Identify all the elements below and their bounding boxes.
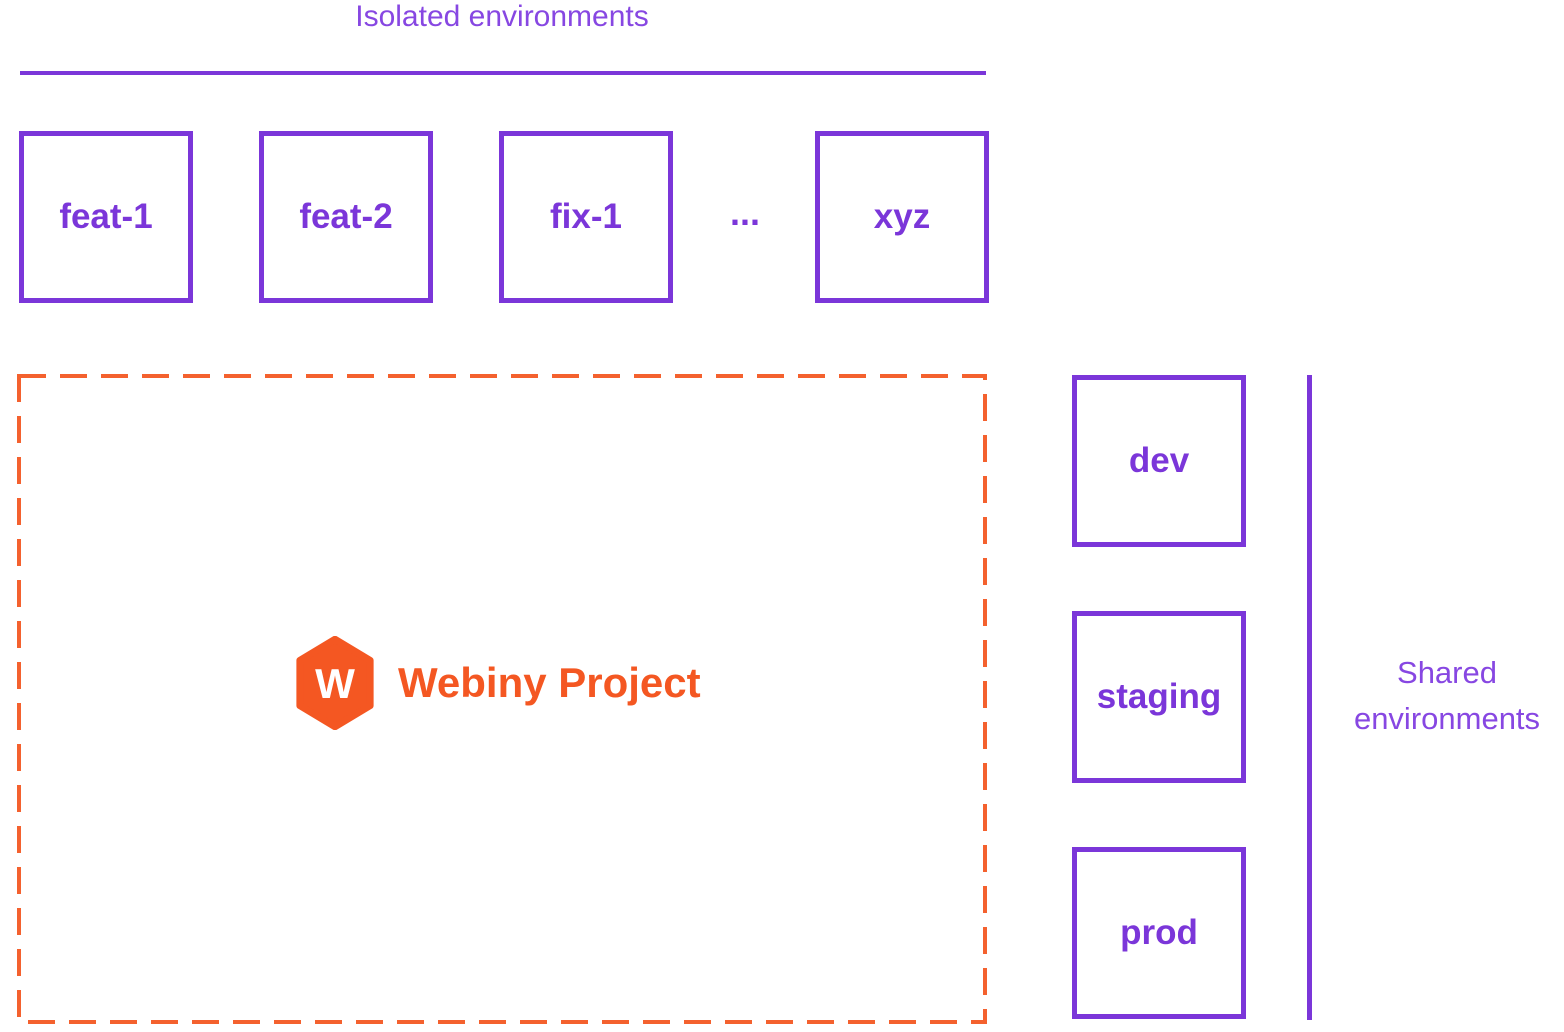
shared-environments-label-line1: Shared <box>1397 655 1497 690</box>
webiny-logo-hexagon <box>296 636 374 730</box>
webiny-project-brand: W Webiny Project <box>296 636 701 730</box>
webiny-logo-letter: W <box>315 660 355 707</box>
env-box-xyz: xyz <box>815 131 989 303</box>
env-box-dev: dev <box>1072 375 1246 547</box>
env-box-label: prod <box>1120 913 1198 952</box>
env-box-fix-1: fix-1 <box>499 131 673 303</box>
isolated-environments-title: Isolated environments <box>355 0 649 33</box>
env-box-label: feat-1 <box>59 197 153 236</box>
env-box-label: xyz <box>873 197 931 236</box>
env-box-label: fix-1 <box>550 197 622 236</box>
env-box-label: dev <box>1128 441 1190 480</box>
webiny-project-label: Webiny Project <box>398 659 701 706</box>
webiny-logo-icon: W <box>296 636 374 730</box>
shared-environments-label-line2: environments <box>1353 701 1541 736</box>
env-box-label: feat-2 <box>299 197 393 236</box>
env-box-label: staging <box>1096 677 1222 716</box>
more-environments-ellipsis: ... <box>729 192 760 233</box>
env-box-feat-2: feat-2 <box>259 131 433 303</box>
env-box-prod: prod <box>1072 847 1246 1019</box>
dashed-border-rect <box>17 374 987 1024</box>
shared-environments-bracket-line <box>1307 375 1312 1020</box>
isolated-environments-bracket-line <box>20 71 986 75</box>
shared-environments-label: Shared environments <box>1330 650 1564 742</box>
webiny-project-boundary <box>17 374 987 1024</box>
env-box-staging: staging <box>1072 611 1246 783</box>
env-box-feat-1: feat-1 <box>19 131 193 303</box>
